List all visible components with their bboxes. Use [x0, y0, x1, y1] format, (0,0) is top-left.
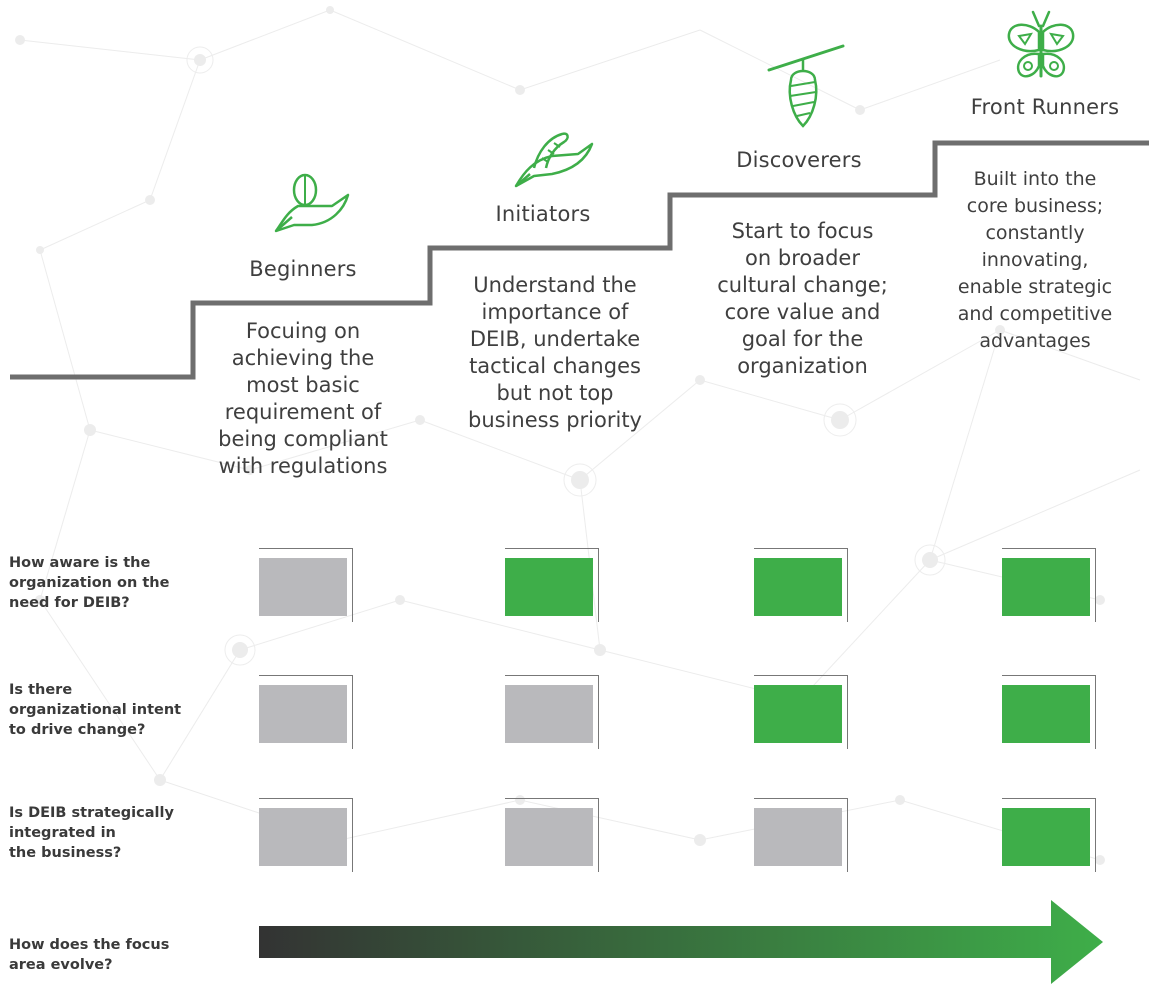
- matrix-cell: [754, 798, 850, 872]
- cell-fill-active: [1002, 558, 1090, 616]
- desc-line: organization: [737, 354, 868, 378]
- cell-frame: [505, 798, 599, 872]
- desc-line: constantly: [985, 222, 1085, 244]
- question-line: the business?: [9, 845, 122, 861]
- question-line: area evolve?: [9, 957, 113, 973]
- matrix-cell: [754, 548, 850, 622]
- cell-frame: [1002, 675, 1096, 749]
- cell-fill-inactive: [259, 685, 347, 743]
- cell-frame: [259, 798, 353, 872]
- matrix-cell: [259, 675, 355, 749]
- cell-fill-active: [1002, 808, 1090, 866]
- question-line: How does the focus: [9, 937, 170, 953]
- cell-frame: [505, 675, 599, 749]
- desc-line: advantages: [979, 330, 1091, 352]
- desc-line: and competitive: [957, 303, 1113, 325]
- stage-title-front-runners: Front Runners: [970, 95, 1120, 119]
- matrix-cell: [754, 675, 850, 749]
- question-integration: Is DEIB strategically integrated in the …: [9, 803, 239, 863]
- stage-desc-initiators: Understand the importance of DEIB, under…: [440, 272, 670, 434]
- cell-frame: [754, 675, 848, 749]
- stage-title-initiators: Initiators: [495, 202, 591, 226]
- cell-frame: [259, 548, 353, 622]
- question-line: organization on the: [9, 575, 170, 591]
- cell-fill-inactive: [259, 558, 347, 616]
- cell-frame: [259, 675, 353, 749]
- desc-line: Start to focus: [731, 219, 874, 243]
- question-line: How aware is the: [9, 555, 151, 571]
- desc-line: achieving the: [231, 346, 375, 370]
- desc-line: with regulations: [218, 454, 388, 478]
- desc-line: requirement of: [224, 400, 382, 424]
- question-awareness: How aware is the organization on the nee…: [9, 553, 239, 613]
- cell-fill-active: [505, 558, 593, 616]
- stage-desc-beginners: Focuing on achieving the most basic requ…: [193, 318, 413, 480]
- question-line: to drive change?: [9, 722, 146, 738]
- cell-fill-inactive: [754, 808, 842, 866]
- matrix-cell: [505, 675, 601, 749]
- evolution-arrow: [259, 900, 1103, 984]
- question-line: Is DEIB strategically: [9, 805, 174, 821]
- matrix-cell: [505, 798, 601, 872]
- cell-frame: [505, 548, 599, 622]
- matrix-cell: [1002, 798, 1098, 872]
- seed-leaf-icon: [274, 173, 350, 233]
- stage-desc-front-runners: Built into the core business; constantly…: [935, 166, 1135, 355]
- matrix-cell: [505, 548, 601, 622]
- desc-line: cultural change;: [717, 273, 888, 297]
- desc-line: Built into the: [973, 168, 1097, 190]
- desc-line: on broader: [745, 246, 860, 270]
- desc-line: enable strategic: [957, 276, 1113, 298]
- stage-desc-discoverers: Start to focus on broader cultural chang…: [690, 218, 915, 380]
- matrix-cell: [1002, 675, 1098, 749]
- desc-line: business priority: [468, 408, 642, 432]
- desc-line: goal for the: [741, 327, 864, 351]
- stage-title-discoverers: Discoverers: [736, 148, 862, 172]
- desc-line: most basic: [246, 373, 360, 397]
- cell-frame: [1002, 548, 1096, 622]
- stage-title-beginners: Beginners: [249, 257, 357, 281]
- question-line: need for DEIB?: [9, 595, 130, 611]
- cell-fill-active: [754, 558, 842, 616]
- question-intent: Is there organizational intent to drive …: [9, 680, 239, 740]
- caterpillar-leaf-icon: [514, 132, 594, 188]
- desc-line: but not top: [496, 381, 614, 405]
- matrix-cell: [1002, 548, 1098, 622]
- desc-line: importance of: [481, 300, 629, 324]
- cell-frame: [754, 798, 848, 872]
- question-focus-evolution: How does the focus area evolve?: [9, 935, 239, 975]
- cell-frame: [1002, 798, 1096, 872]
- desc-line: core value and: [724, 300, 881, 324]
- question-line: integrated in: [9, 825, 116, 841]
- matrix-cell: [259, 548, 355, 622]
- cell-fill-inactive: [505, 685, 593, 743]
- desc-line: being compliant: [218, 427, 388, 451]
- desc-line: Focuing on: [245, 319, 361, 343]
- question-line: organizational intent: [9, 702, 182, 718]
- cell-fill-inactive: [259, 808, 347, 866]
- desc-line: DEIB, undertake: [469, 327, 641, 351]
- desc-line: tactical changes: [469, 354, 641, 378]
- matrix-cell: [259, 798, 355, 872]
- cocoon-icon: [767, 44, 845, 128]
- desc-line: core business;: [966, 195, 1104, 217]
- cell-fill-active: [754, 685, 842, 743]
- cell-fill-inactive: [505, 808, 593, 866]
- butterfly-icon: [1007, 10, 1075, 78]
- cell-fill-active: [1002, 685, 1090, 743]
- question-line: Is there: [9, 682, 73, 698]
- cell-frame: [754, 548, 848, 622]
- desc-line: innovating,: [981, 249, 1089, 271]
- desc-line: Understand the: [473, 273, 637, 297]
